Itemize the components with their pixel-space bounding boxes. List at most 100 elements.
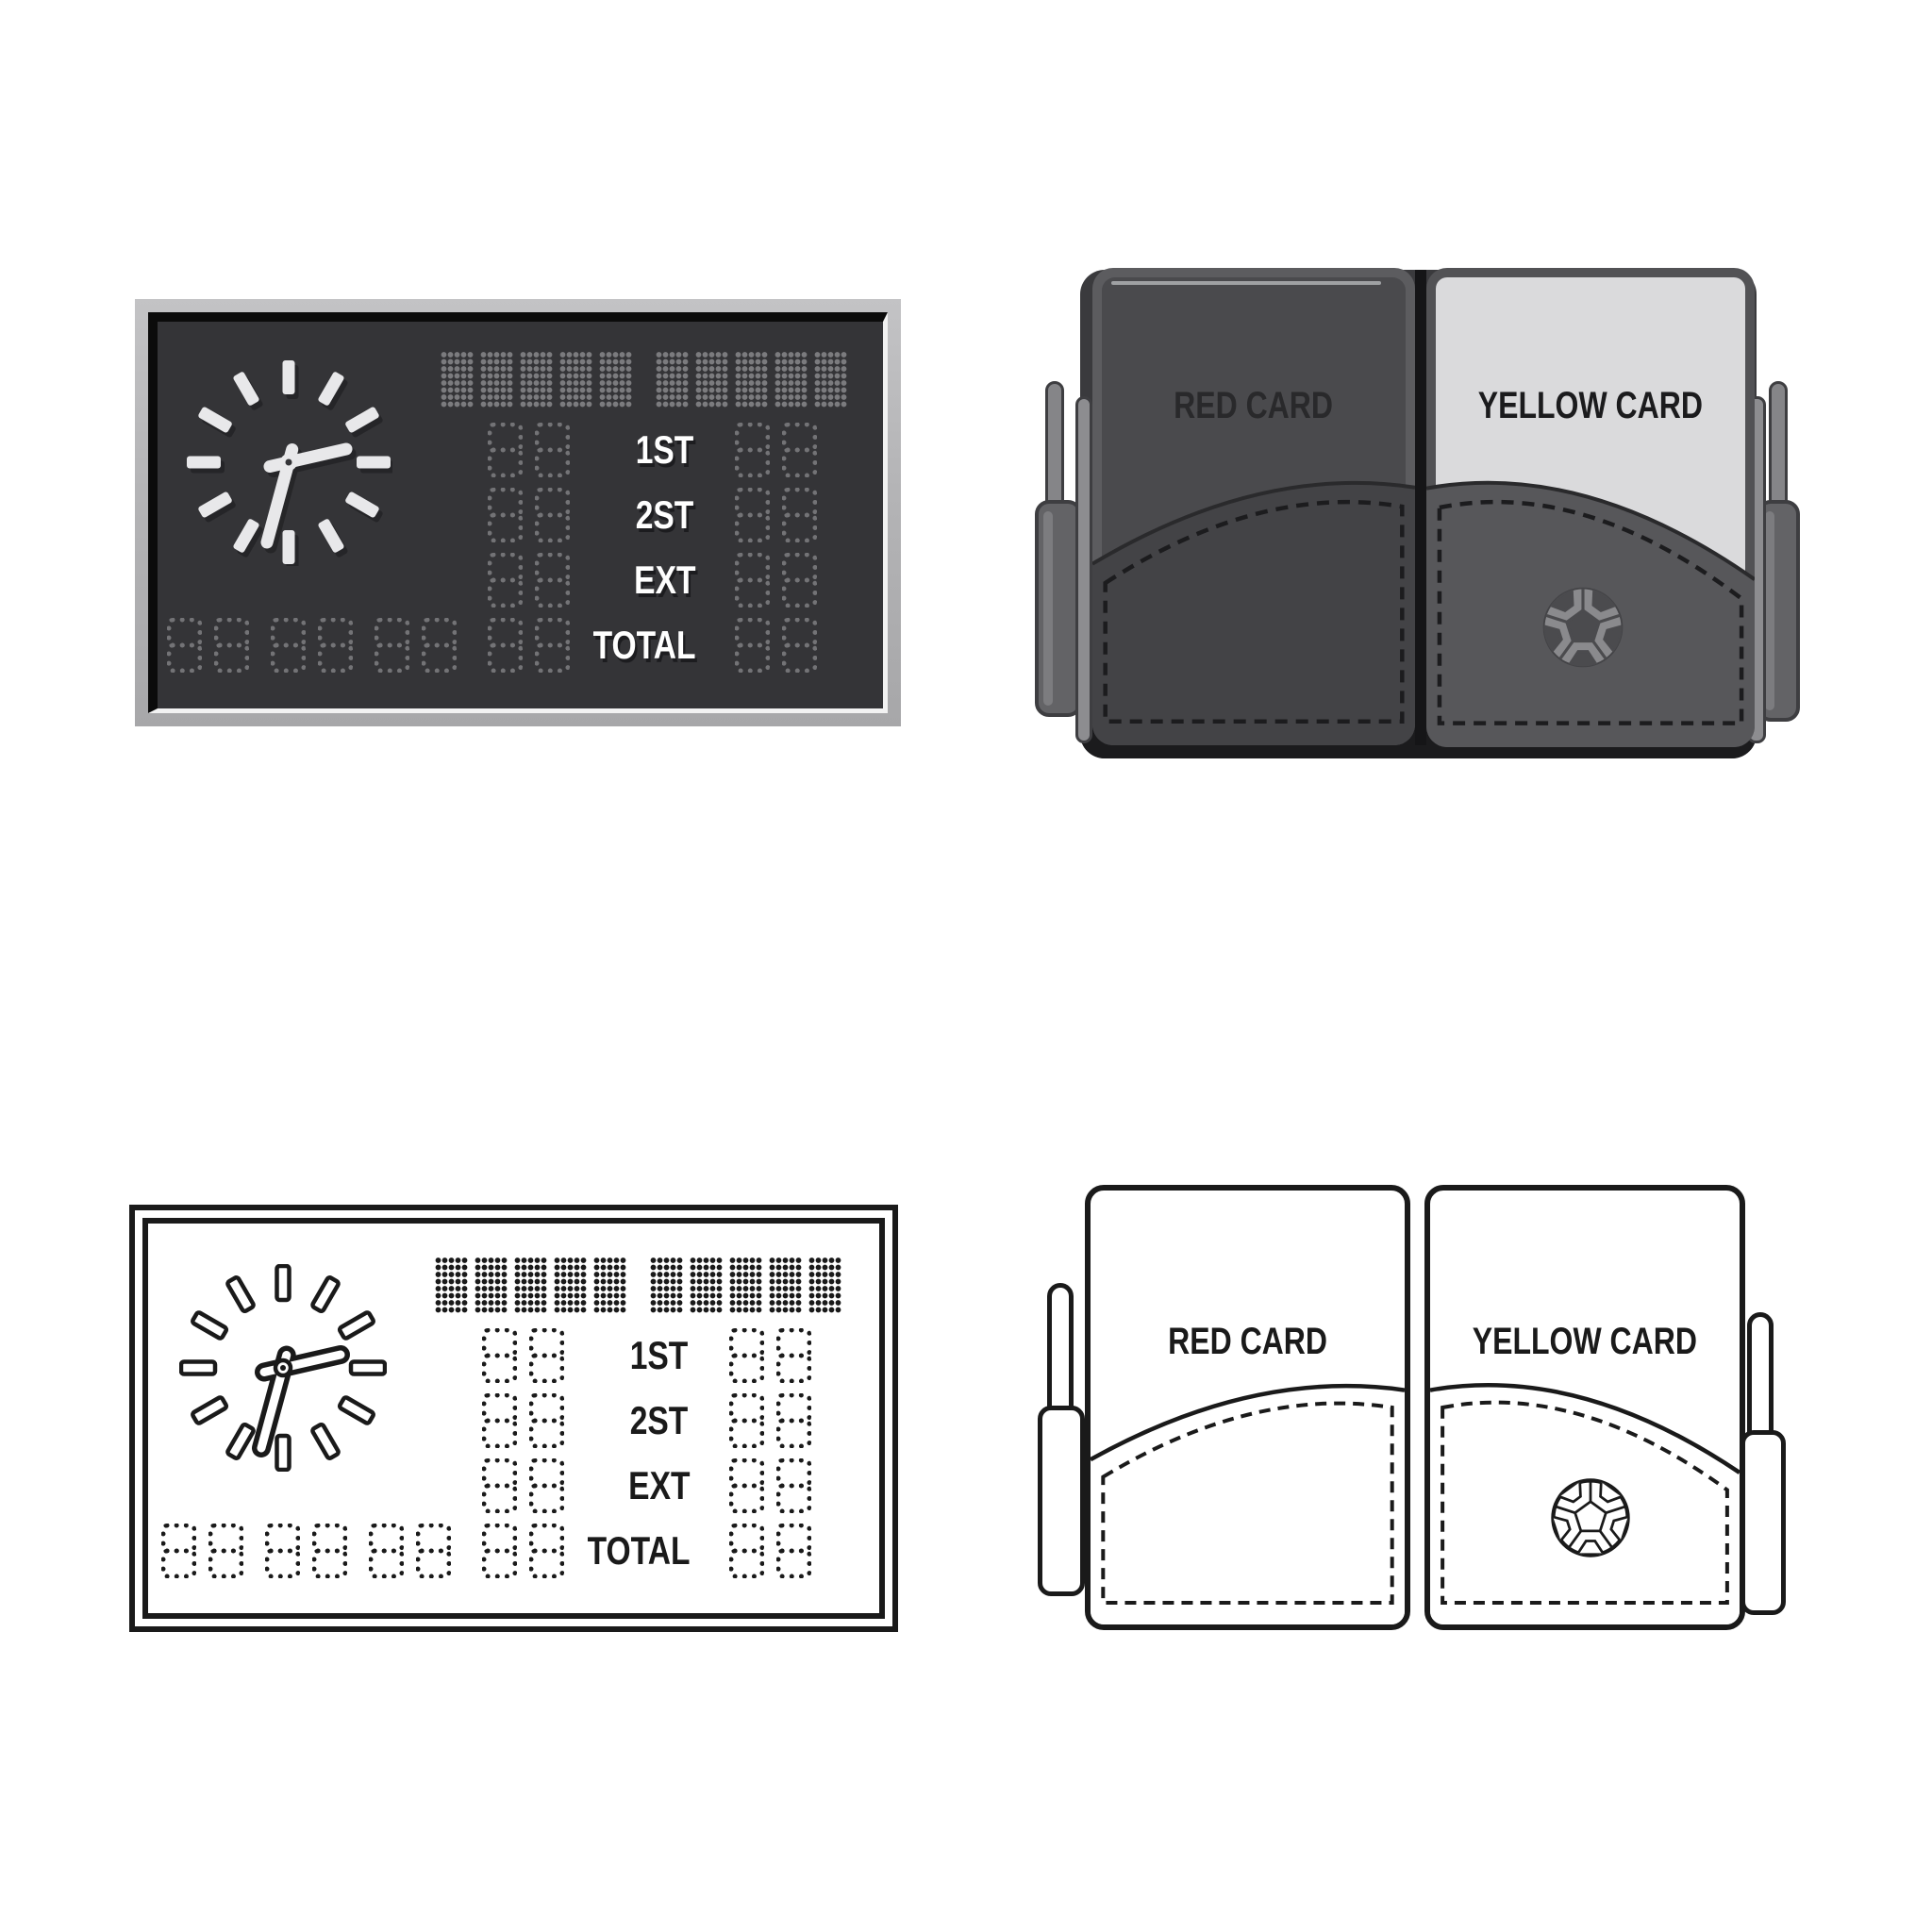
dot-digit [416, 1524, 451, 1578]
dot-matrix-block [554, 1257, 587, 1313]
dot-digit [167, 618, 202, 673]
dot-digit [488, 488, 523, 542]
row-label-1st: 1ST [593, 1334, 725, 1377]
red-card-label: RED CARD [1091, 1321, 1405, 1362]
bottom-digit-group [167, 618, 457, 673]
bottom-digits [161, 1524, 243, 1578]
soccer-ball-icon [1551, 1478, 1630, 1557]
referee-cards-mono-icon: RED CARD YELLOW CARD [981, 268, 1811, 760]
score-digits-away-1st [729, 1328, 811, 1383]
dot-digit [735, 618, 770, 673]
red-card-label-text: RED CARD [1174, 385, 1334, 426]
dot-digit [782, 488, 817, 542]
bottom-digits [167, 618, 249, 673]
bottom-digits [271, 618, 353, 673]
yellow-card: YELLOW CARD [1426, 268, 1755, 747]
wallet-spine [1415, 270, 1426, 745]
red-card-label: RED CARD [1092, 385, 1415, 426]
dot-digit [776, 1524, 811, 1578]
score-digits-home-1st [488, 423, 570, 477]
dot-matrix-block [480, 351, 513, 408]
dot-matrix-block [769, 1257, 802, 1313]
yellow-card-label: YELLOW CARD [1430, 1321, 1740, 1362]
dot-digit [488, 423, 523, 477]
dot-digit [735, 488, 770, 542]
score-digits-home-ext [482, 1458, 564, 1513]
row-label-ext: EXT [593, 1464, 725, 1507]
dot-digit [208, 1524, 243, 1578]
dot-matrix-block [690, 1257, 723, 1313]
row-label-text: 2ST [636, 492, 694, 537]
yellow-card: YELLOW CARD [1424, 1185, 1745, 1630]
red-card: RED CARD [1092, 268, 1415, 745]
dot-matrix-block [650, 1257, 683, 1313]
scoreboard-mono-icon: 1ST 2ST EXT TOTAL [135, 299, 901, 726]
dot-matrix-block [656, 351, 689, 408]
dot-matrix-strip [650, 1257, 841, 1313]
dot-digit [776, 1458, 811, 1513]
row-label-text: 1ST [630, 1333, 689, 1377]
dot-matrix-block [593, 1257, 626, 1313]
bottom-digits [375, 618, 457, 673]
dot-digit [488, 553, 523, 608]
yellow-card-label-text: YELLOW CARD [1472, 1321, 1698, 1362]
row-label-total: TOTAL [558, 624, 732, 667]
dot-digit [729, 1328, 764, 1383]
dot-digit [535, 488, 570, 542]
dot-matrix-strip [656, 351, 847, 408]
score-digits-away-total [729, 1524, 811, 1578]
dot-digit [729, 1524, 764, 1578]
row-label-total: TOTAL [552, 1529, 726, 1573]
clock-icon [187, 360, 392, 566]
dot-matrix-block [729, 1257, 762, 1313]
dot-digit [535, 553, 570, 608]
dot-matrix-block [814, 351, 847, 408]
score-digits-away-total [735, 618, 817, 673]
score-digits-away-1st [735, 423, 817, 477]
bottom-digits [265, 1524, 347, 1578]
pen-sleeve-icon [1038, 1406, 1085, 1596]
scoreboard-outline-icon: 1ST 2ST EXT TOTAL [129, 1205, 898, 1632]
dot-matrix-block [559, 351, 592, 408]
dot-digit [782, 423, 817, 477]
dot-digit [729, 1458, 764, 1513]
dot-digit [735, 423, 770, 477]
dot-digit [214, 618, 249, 673]
card-pocket [1430, 1191, 1740, 1624]
dot-digit [265, 1524, 300, 1578]
dot-matrix-block [808, 1257, 841, 1313]
scoreboard-content: 1ST 2ST EXT TOTAL [135, 299, 901, 726]
dot-digit [482, 1524, 517, 1578]
dot-matrix-block [599, 351, 632, 408]
dot-matrix-block [520, 351, 553, 408]
score-digits-home-total [488, 618, 570, 673]
dot-matrix-block [514, 1257, 547, 1313]
dot-matrix-block [695, 351, 728, 408]
card-pocket [1092, 268, 1415, 745]
row-label-2st: 2ST [593, 1399, 725, 1442]
dot-digit [529, 1458, 564, 1513]
score-digits-home-1st [482, 1328, 564, 1383]
dot-digit [271, 618, 306, 673]
soccer-ball-icon [1542, 587, 1624, 668]
score-digits-away-ext [729, 1458, 811, 1513]
dot-digit [735, 553, 770, 608]
row-label-2st: 2ST [599, 493, 731, 537]
row-label-text: TOTAL [588, 1528, 691, 1573]
yellow-card-label-text: YELLOW CARD [1477, 385, 1704, 426]
dot-digit [488, 618, 523, 673]
row-label-text: TOTAL [593, 623, 696, 667]
dot-digit [729, 1393, 764, 1448]
dot-matrix-strip [435, 1257, 626, 1313]
dot-digit [161, 1524, 196, 1578]
pen-sleeve-icon [1035, 500, 1082, 717]
dot-digit [529, 1328, 564, 1383]
dot-digit [312, 1524, 347, 1578]
dot-digit [482, 1393, 517, 1448]
yellow-card-label: YELLOW CARD [1426, 385, 1755, 426]
dot-digit [422, 618, 457, 673]
dot-digit [529, 1393, 564, 1448]
dot-digit [482, 1458, 517, 1513]
score-digits-away-2st [729, 1393, 811, 1448]
row-label-text: 1ST [636, 427, 694, 472]
